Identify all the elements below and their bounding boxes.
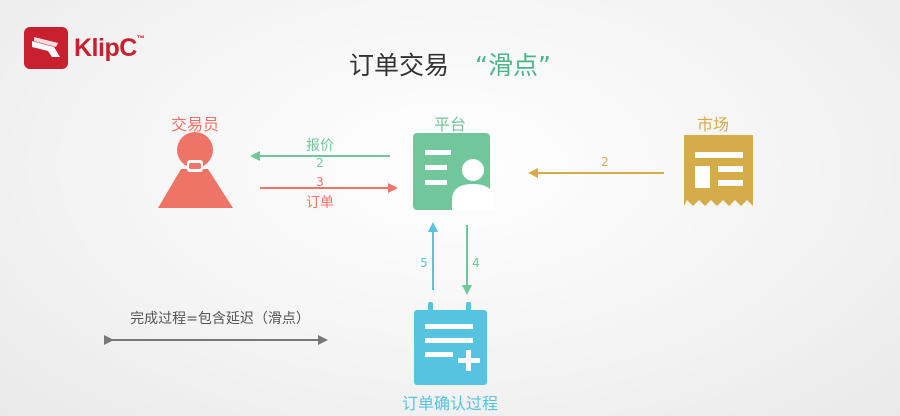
platform-icon	[413, 133, 494, 210]
confirm-label: 订单确认过程	[401, 394, 498, 413]
trader-icon	[158, 132, 233, 208]
brand-logo: KlipC™	[24, 27, 145, 69]
quote-step: 2	[316, 156, 324, 170]
logo-icon	[24, 27, 68, 69]
confirm-edge-step-up: 5	[420, 256, 428, 270]
market-label: 市场	[696, 115, 729, 134]
market-edge-step: 2	[601, 155, 609, 169]
order-label: 订单	[306, 195, 334, 211]
note-text: 完成过程=包含延迟（滑点）	[130, 311, 310, 327]
trader-label: 交易员	[170, 115, 219, 134]
title-main: 订单交易	[349, 51, 450, 80]
order-step: 3	[316, 175, 324, 189]
brand-name: KlipC™	[74, 33, 145, 62]
title-highlight: “滑点”	[475, 51, 551, 80]
confirm-edge-step-down: 4	[472, 256, 480, 270]
page-title: 订单交易 “滑点”	[0, 46, 900, 82]
confirm-icon	[414, 302, 487, 385]
quote-label: 报价	[306, 138, 334, 154]
market-icon	[684, 135, 753, 206]
platform-label: 平台	[433, 115, 466, 134]
